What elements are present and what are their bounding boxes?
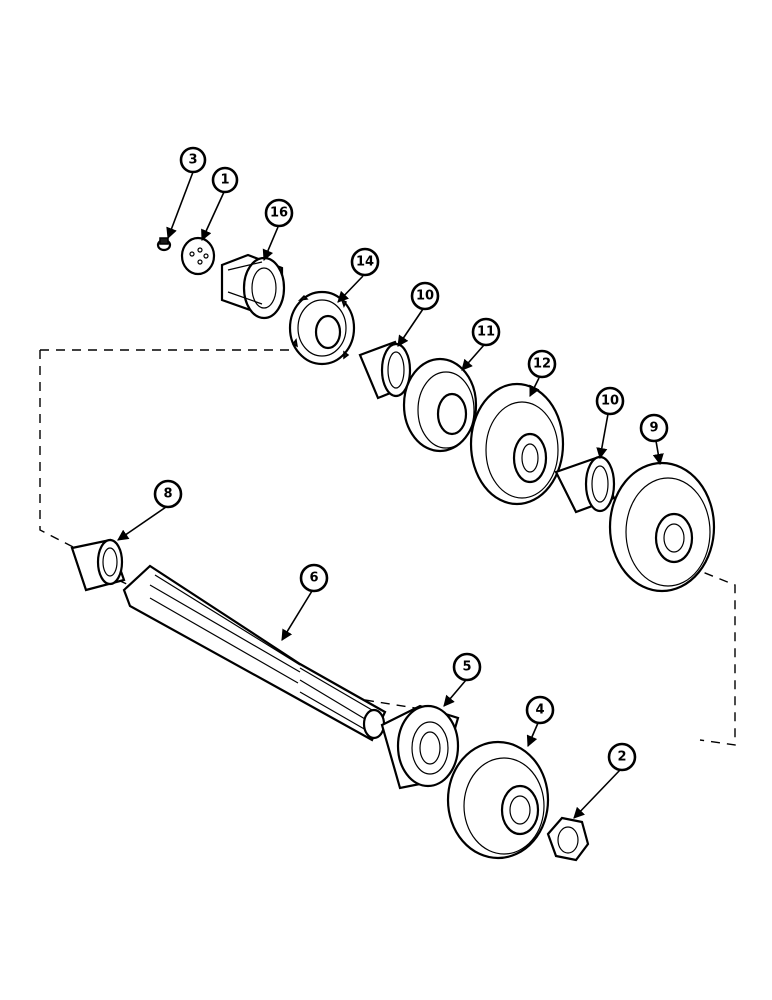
- callout-1: 1: [211, 166, 239, 194]
- callout-12-label: 12: [533, 357, 551, 372]
- leader-12: [529, 377, 540, 398]
- part-6-splined-shaft: [122, 564, 387, 742]
- leader-2: [573, 769, 621, 819]
- part-2-nut: [546, 816, 590, 862]
- callout-10a-label: 10: [416, 289, 434, 304]
- leader-9: [652, 440, 664, 466]
- part-5-bearing: [380, 704, 460, 790]
- callout-10a: 10: [410, 281, 440, 311]
- callout-10b-label: 10: [601, 394, 619, 409]
- part-11-gear: [402, 357, 478, 453]
- callout-9: 9: [639, 413, 669, 443]
- callout-8: 8: [153, 479, 183, 509]
- callout-10b: 10: [595, 386, 625, 416]
- leader-14: [337, 275, 364, 303]
- callout-6-label: 6: [309, 571, 318, 586]
- part-9-large-gear: [608, 461, 716, 593]
- callout-8-label: 8: [163, 487, 172, 502]
- part-10-bushing-upper: [358, 340, 412, 400]
- callout-3: 3: [179, 146, 207, 174]
- callout-5-label: 5: [462, 660, 471, 675]
- leader-6: [281, 590, 313, 641]
- callout-16: 16: [264, 198, 294, 228]
- leader-11: [461, 344, 485, 371]
- assembly-outline: [39, 349, 736, 746]
- callout-1-label: 1: [220, 173, 229, 188]
- leader-1: [201, 191, 225, 242]
- leader-10b: [596, 413, 609, 460]
- leader-8: [117, 506, 167, 541]
- callout-4: 4: [525, 695, 555, 725]
- leader-5: [443, 679, 467, 707]
- callout-3-label: 3: [188, 153, 197, 168]
- leader-10a: [397, 308, 424, 347]
- callout-14-label: 14: [356, 255, 374, 270]
- leader-3: [166, 171, 194, 240]
- part-4-gear: [446, 740, 550, 860]
- callout-12: 12: [527, 349, 557, 379]
- leader-4: [526, 722, 539, 748]
- part-3-screw: [156, 237, 172, 252]
- part-10-bushing-lower: [554, 455, 616, 514]
- callout-16-label: 16: [270, 206, 288, 221]
- callout-5: 5: [452, 652, 482, 682]
- part-8-bushing: [70, 538, 126, 592]
- callout-11-label: 11: [477, 325, 495, 340]
- callout-2: 2: [607, 742, 637, 772]
- leader-16: [262, 226, 279, 262]
- callout-6: 6: [299, 563, 329, 593]
- callout-14: 14: [350, 247, 380, 277]
- callout-2-label: 2: [617, 750, 626, 765]
- part-12-gear: [469, 382, 565, 506]
- part-16-bearing: [220, 253, 286, 320]
- callout-9-label: 9: [649, 421, 658, 436]
- callout-4-label: 4: [535, 703, 544, 718]
- callout-11: 11: [471, 317, 501, 347]
- part-1-retainer-plate: [180, 236, 216, 276]
- leader-lines: [117, 171, 664, 819]
- part-14-small-gear: [288, 290, 356, 366]
